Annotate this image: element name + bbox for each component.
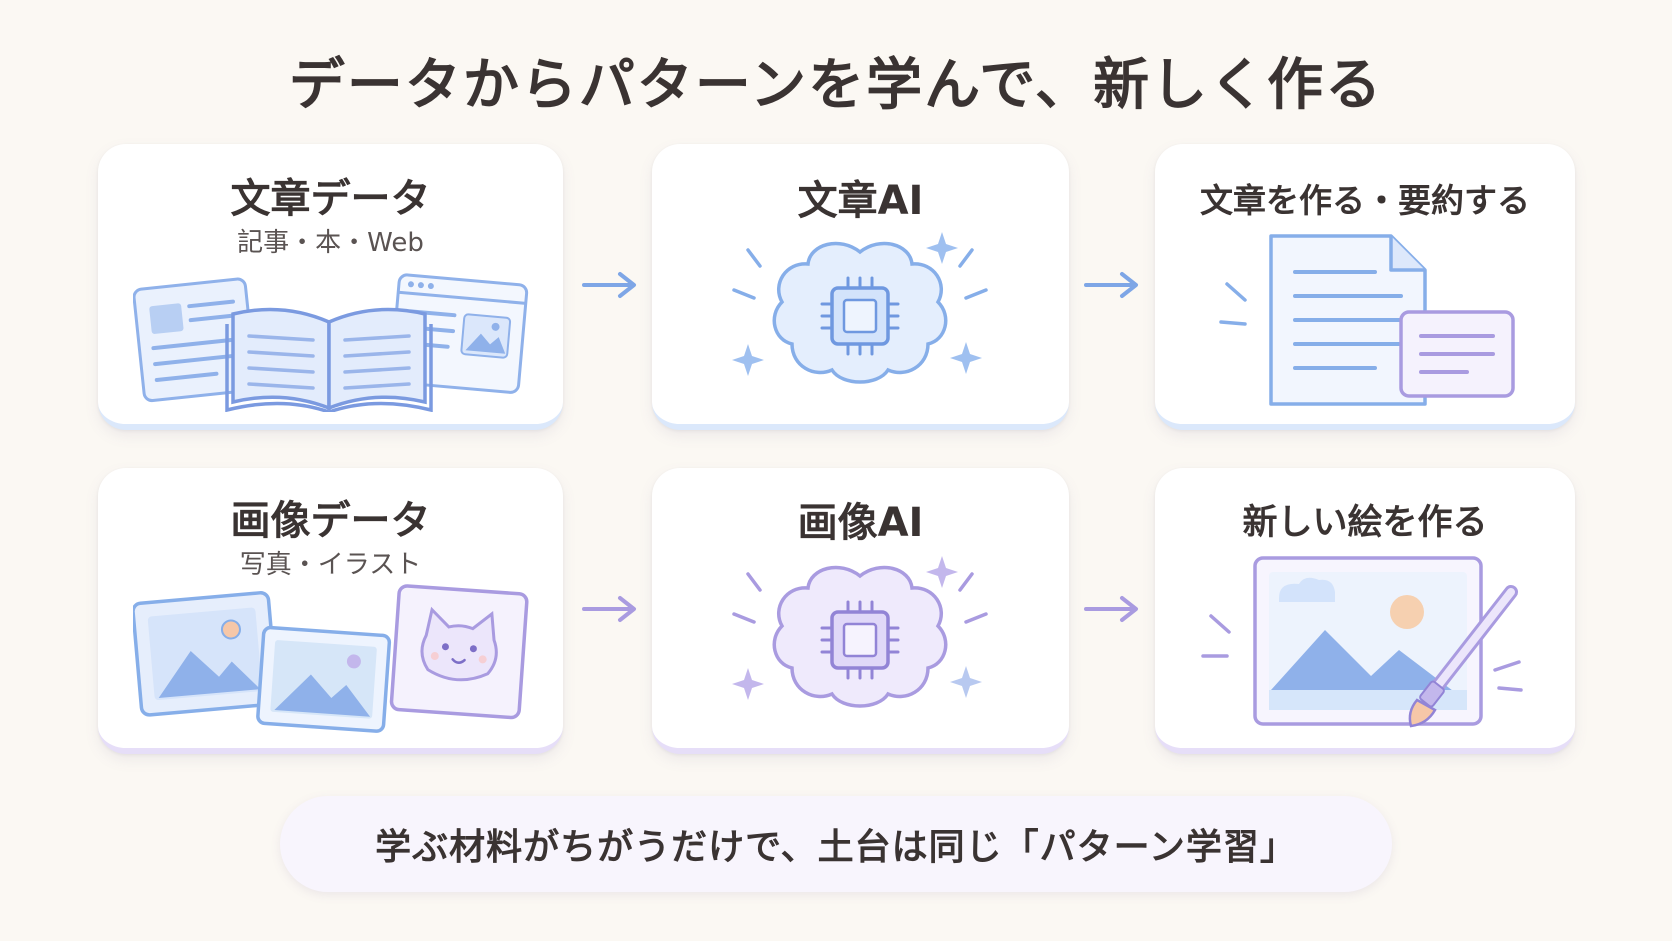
image-output-card: 新しい絵を作る: [1155, 468, 1575, 754]
image-data-illustration: [133, 584, 529, 733]
text-data-card: 文章データ 記事・本・Web: [98, 144, 563, 430]
canvas-icon: [1253, 556, 1483, 726]
image-data-subtitle: 写真・イラスト: [239, 550, 422, 580]
text-data-illustration: [133, 273, 529, 412]
photo-icon: [133, 591, 279, 717]
open-book-icon: [225, 307, 433, 412]
image-ai-card: 画像AI: [652, 468, 1069, 754]
summary-card-icon: [1399, 310, 1515, 398]
text-data-subtitle: 記事・本・Web: [237, 228, 424, 258]
image-ai-title: 画像AI: [797, 500, 924, 546]
photo-icon: [256, 625, 392, 733]
arrow-right-icon: [1084, 596, 1138, 622]
text-output-illustration: [1219, 234, 1515, 406]
text-output-card: 文章を作る・要約する: [1155, 144, 1575, 430]
arrow-right-icon: [1084, 272, 1138, 298]
text-ai-title: 文章AI: [797, 178, 924, 224]
paintbrush-icon: [1408, 585, 1518, 728]
image-data-title: 画像データ: [230, 498, 431, 544]
image-output-title: 新しい絵を作る: [1242, 503, 1488, 543]
image-data-card: 画像データ 写真・イラスト: [98, 468, 563, 754]
arrow-right-icon: [582, 272, 636, 298]
page-title: データからパターンを学んで、新しく作る: [288, 53, 1384, 118]
document-icon: [1269, 234, 1427, 406]
image-output-illustration: [1201, 556, 1523, 728]
brain-chip-icon: [732, 232, 988, 384]
text-ai-card: 文章AI: [652, 144, 1069, 430]
cat-illustration-icon: [389, 584, 529, 720]
text-data-title: 文章データ: [230, 176, 431, 222]
text-output-title: 文章を作る・要約する: [1200, 181, 1530, 220]
arrow-right-icon: [582, 596, 636, 622]
footer-summary: 学ぶ材料がちがうだけで、土台は同じ「パターン学習」: [280, 796, 1392, 892]
brain-chip-icon: [732, 556, 988, 708]
